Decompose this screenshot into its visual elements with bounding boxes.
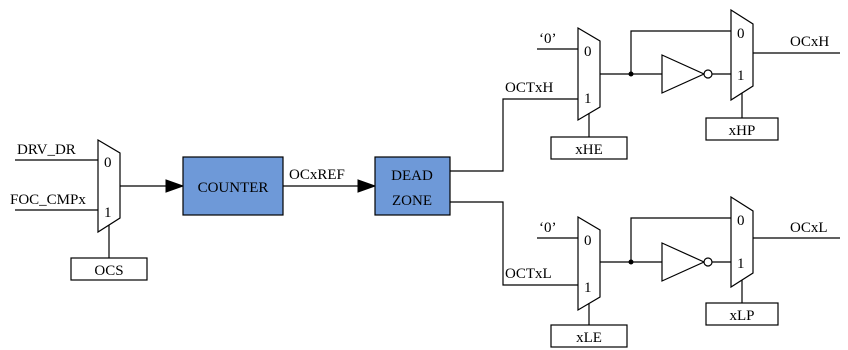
xhe-mux-shape: [577, 26, 601, 122]
octxh-wire: [450, 98, 578, 172]
inverter-l-bubble: [703, 257, 713, 267]
counter-block: [182, 156, 284, 216]
xlp-select-label: xLP: [729, 308, 754, 324]
xhe-mux-input-0: 0: [584, 44, 592, 60]
xhp-mux-input-1: 1: [737, 68, 745, 84]
input-mux: DRV_DR FOC_CMPx 0 1 OCS: [10, 138, 148, 281]
zero-const-h-label: ‘0’: [539, 31, 557, 47]
xhp-mux-shape: [730, 8, 754, 102]
dead-zone-label-line2: ZONE: [392, 193, 432, 209]
xle-select-label: xLE: [576, 330, 602, 346]
xlp-mux-input-1: 1: [737, 256, 745, 272]
octxl-wire: [450, 201, 578, 286]
bypass-wire-h: [630, 30, 731, 74]
xle-mux-input-1: 1: [584, 280, 592, 296]
foc-cmpx-label: FOC_CMPx: [10, 192, 86, 208]
xhe-mux-input-1: 1: [584, 91, 592, 107]
ocxh-label: OCxH: [790, 34, 829, 50]
xlp-mux-shape: [730, 195, 754, 289]
drv-dr-label: DRV_DR: [17, 142, 76, 158]
low-side-path: OCTxL ‘0’ 0 1 xLE 0 1 xLP OCxL: [450, 195, 840, 348]
bypass-wire-l: [630, 217, 731, 262]
ocs-mux-shape: [97, 138, 121, 234]
ocs-mux-input-0: 0: [104, 155, 112, 171]
high-side-path: OCTxH ‘0’ 0 1 xHE 0 1 xHP OCxH: [450, 8, 840, 172]
inverter-h-bubble: [703, 69, 713, 79]
counter-label: COUNTER: [198, 180, 269, 196]
dead-zone-block: [374, 156, 451, 216]
ocxref-label: OCxREF: [289, 167, 345, 183]
ocs-mux-input-1: 1: [104, 205, 112, 221]
xlp-mux-input-0: 0: [737, 213, 745, 229]
xhp-select-box: [705, 117, 779, 141]
octxl-label: OCTxL: [505, 266, 552, 282]
inverter-l-icon: [661, 242, 706, 282]
ocxl-label: OCxL: [790, 220, 828, 236]
inverter-h-icon: [661, 54, 706, 94]
xhp-mux-input-0: 0: [737, 26, 745, 42]
mux-to-counter-arrow: [165, 179, 185, 193]
xhe-select-label: xHE: [575, 142, 603, 158]
xle-mux-shape: [577, 215, 601, 312]
ocs-select-box: [70, 257, 148, 281]
ocs-select-label: OCS: [94, 263, 123, 279]
dead-zone-label-line1: DEAD: [391, 168, 433, 184]
ocxref-arrow: [357, 179, 377, 193]
xle-select-box: [550, 324, 628, 348]
xlp-select-box: [705, 302, 779, 326]
zero-const-l-label: ‘0’: [539, 220, 557, 236]
xhe-select-box: [550, 136, 628, 160]
xhp-select-label: xHP: [729, 123, 756, 139]
octxh-label: OCTxH: [505, 80, 554, 96]
xle-mux-input-0: 0: [584, 233, 592, 249]
